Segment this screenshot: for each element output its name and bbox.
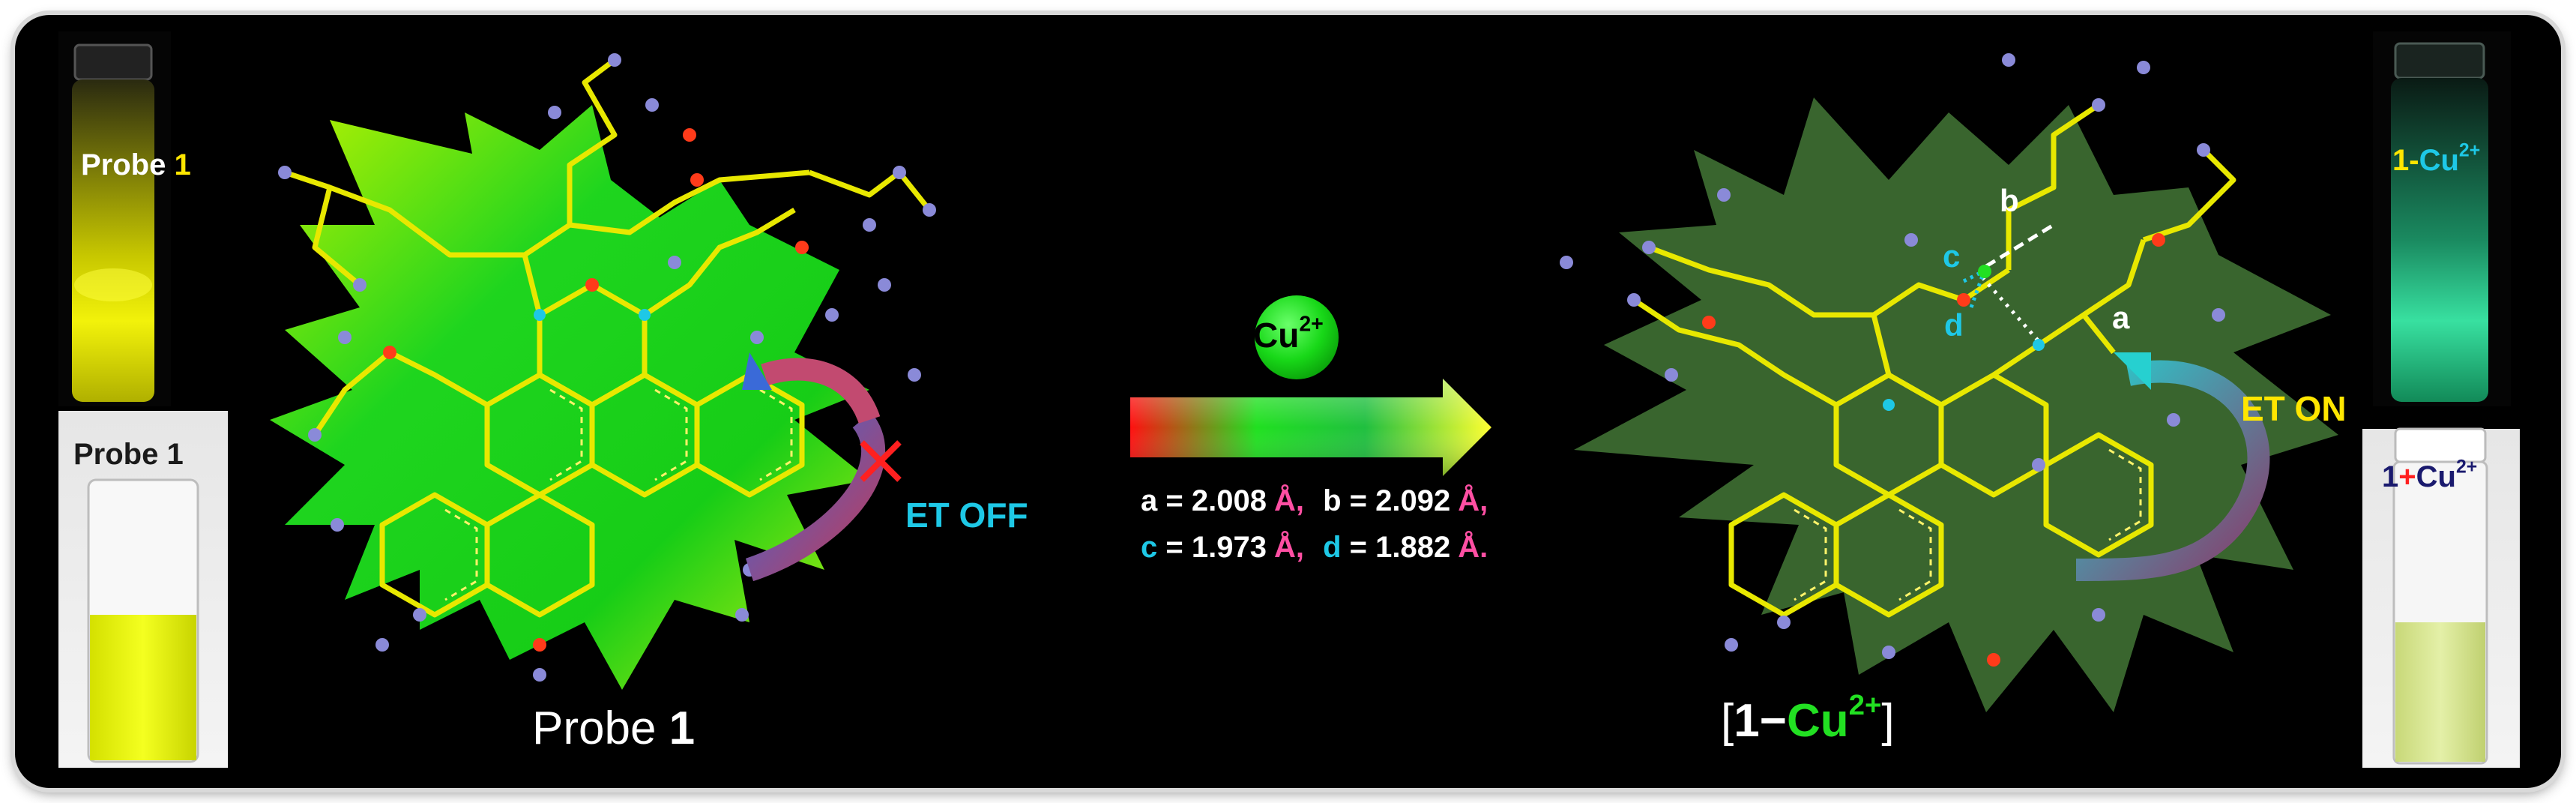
bond-b-unit: Å xyxy=(1458,484,1480,517)
bond-label-d: d xyxy=(1944,307,1964,343)
bond-d-unit: Å xyxy=(1458,531,1480,564)
probe-structure xyxy=(270,53,936,690)
bond-label-b: b xyxy=(2000,183,2019,219)
bond-a-value: 2.008 xyxy=(1191,484,1267,517)
label-text: Probe xyxy=(81,148,175,181)
bond-b-eq: = xyxy=(1341,484,1376,517)
label-ion: Cu xyxy=(2416,460,2456,493)
et-off-label: ET OFF xyxy=(905,495,1028,535)
label-number: 1 xyxy=(2382,460,2399,493)
bond-c-unit: Å xyxy=(1273,531,1296,564)
bond-b-tail: , xyxy=(1479,484,1488,517)
bond-d-label: d xyxy=(1323,531,1342,564)
complex-caption: [1−Cu2+] xyxy=(1721,691,1895,748)
photo-complex-top xyxy=(2373,31,2511,406)
label-sep: + xyxy=(2398,460,2416,493)
photo-label-probe-bottom: Probe 1 xyxy=(73,438,184,472)
bond-c-value: 1.973 xyxy=(1191,531,1267,564)
bond-b-value: 2.092 xyxy=(1375,484,1451,517)
caption-number: 1 xyxy=(669,703,696,754)
caption-number: 1 xyxy=(1734,695,1760,747)
label-number: 1 xyxy=(2392,144,2410,177)
bond-b-label: b xyxy=(1323,484,1342,517)
label-number: 1 xyxy=(174,148,191,181)
caption-ion: Cu xyxy=(1786,695,1849,747)
bond-label-c-text: c xyxy=(1943,238,1961,274)
photo-label-complex-top: 1-Cu2+ xyxy=(2392,142,2480,178)
bond-a-tail: , xyxy=(1295,484,1304,517)
cu-ion-ball xyxy=(1255,295,1339,379)
bond-label-d-text: d xyxy=(1944,307,1964,343)
bond-d-eq: = xyxy=(1341,531,1376,564)
et-off-text: ET OFF xyxy=(905,496,1028,535)
bond-d-tail: . xyxy=(1479,531,1488,564)
bond-a-unit: Å xyxy=(1273,484,1296,517)
label-ion: Cu xyxy=(2419,144,2459,177)
caption-dash: − xyxy=(1759,695,1787,747)
et-on-arrow-icon xyxy=(2075,352,2270,581)
ion-symbol: Cu xyxy=(1253,316,1300,355)
bond-label-b-text: b xyxy=(2000,183,2019,218)
caption-text: Probe xyxy=(532,703,669,754)
reaction-arrow-icon xyxy=(1130,295,1491,476)
label-sep: - xyxy=(2409,144,2419,177)
ion-charge: 2+ xyxy=(1299,312,1324,337)
et-off-arrow-icon xyxy=(742,352,902,582)
complex-structure xyxy=(1560,53,2338,712)
bond-label-a: a xyxy=(2112,300,2129,336)
caption-open: [ xyxy=(1721,695,1734,747)
bond-label-c: c xyxy=(1943,238,1960,274)
label-charge: 2+ xyxy=(2455,457,2478,478)
et-on-label: ET ON xyxy=(2241,388,2347,429)
photo-probe-top xyxy=(58,31,171,406)
probe-caption: Probe 1 xyxy=(532,702,695,755)
photo-label-probe-top: Probe 1 xyxy=(81,148,191,182)
photo-complex-bottom xyxy=(2362,427,2520,768)
et-on-text: ET ON xyxy=(2241,389,2347,428)
bond-c-eq: = xyxy=(1157,531,1192,564)
label-text: Probe 1 xyxy=(73,438,184,471)
photo-probe-bottom xyxy=(58,411,228,768)
cu-ion-label: Cu2+ xyxy=(1253,312,1324,355)
label-charge: 2+ xyxy=(2458,140,2481,161)
bond-a-eq: = xyxy=(1157,484,1192,517)
photo-label-complex-bottom: 1+Cu2+ xyxy=(2382,457,2478,494)
bond-c-label: c xyxy=(1141,531,1158,564)
bond-label-a-text: a xyxy=(2112,300,2130,335)
bond-d-value: 1.882 xyxy=(1375,531,1451,564)
bond-a-label: a xyxy=(1141,484,1158,517)
caption-close: ] xyxy=(1881,695,1895,747)
caption-charge: 2+ xyxy=(1848,689,1882,722)
bond-c-tail: , xyxy=(1295,531,1304,564)
